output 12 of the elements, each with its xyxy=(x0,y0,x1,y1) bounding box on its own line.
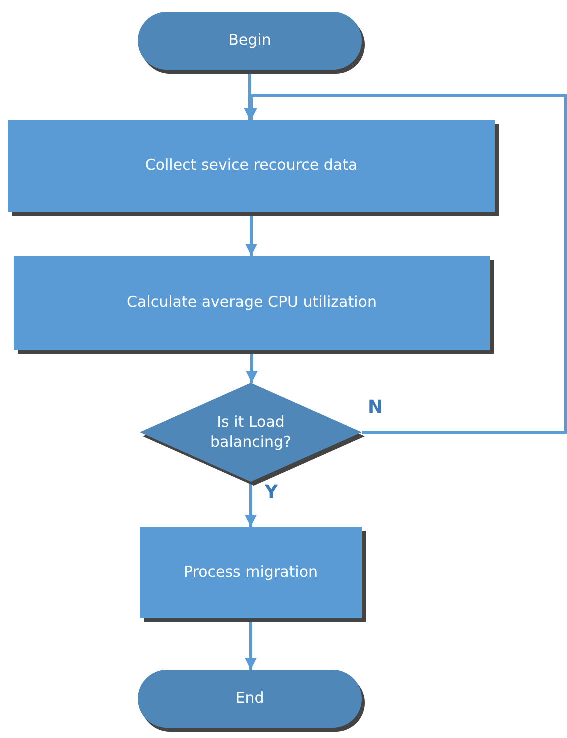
node-label: End xyxy=(236,689,264,709)
terminal-shape xyxy=(138,12,362,70)
node-label: Process migration xyxy=(184,562,318,582)
process-box xyxy=(14,256,490,350)
terminal-shape xyxy=(138,670,362,728)
node-label: Is it Load balancing? xyxy=(210,413,292,452)
node-label: Calculate average CPU utilization xyxy=(127,293,377,313)
arrow xyxy=(245,482,257,527)
process-box xyxy=(140,527,362,618)
node-label: Begin xyxy=(228,31,272,51)
node-label: Collect sevice recource data xyxy=(145,156,358,176)
process-box xyxy=(8,120,495,212)
